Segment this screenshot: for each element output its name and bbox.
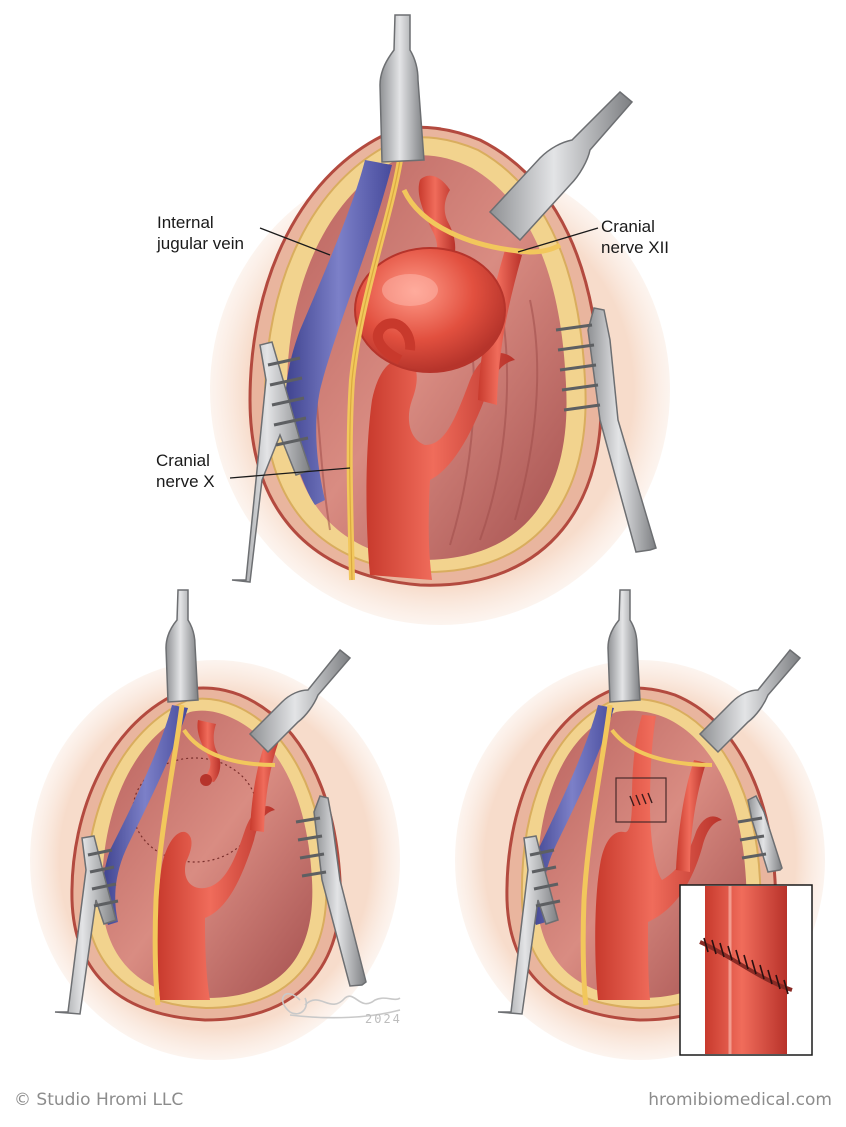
retractor-icon bbox=[555, 307, 657, 553]
leader-line-ijv bbox=[259, 227, 331, 256]
leader-line-cn-x bbox=[229, 467, 351, 479]
signature-icon bbox=[281, 993, 401, 1019]
leader-line-cn-xii bbox=[517, 227, 599, 253]
retractor-icon bbox=[165, 589, 199, 703]
retractor-icon bbox=[379, 14, 425, 163]
retractor-icon bbox=[54, 835, 119, 1015]
retractor-icon bbox=[607, 589, 641, 703]
retractor-icon bbox=[497, 835, 561, 1015]
retractor-icon bbox=[488, 90, 634, 242]
footer-copyright: © Studio Hromi LLC bbox=[14, 1090, 184, 1110]
cranial-nerve-xii bbox=[401, 188, 562, 255]
label-cranial-nerve-x: Cranial nerve X bbox=[156, 450, 215, 492]
label-line: Cranial bbox=[156, 451, 210, 470]
label-line: nerve XII bbox=[601, 238, 670, 257]
internal-jugular-vein bbox=[285, 160, 392, 505]
retractor-icon bbox=[248, 648, 352, 754]
bottom-right-panel bbox=[455, 589, 825, 1060]
signature-year: 2024 bbox=[365, 1012, 402, 1026]
internal-carotid-artery bbox=[418, 175, 456, 262]
top-panel bbox=[210, 14, 670, 625]
footer-website: hromibiomedical.com bbox=[648, 1090, 832, 1110]
retractor-icon bbox=[737, 794, 783, 873]
label-internal-jugular-vein: Internal jugular vein bbox=[157, 212, 244, 254]
retractor-icon bbox=[295, 795, 367, 987]
label-line: nerve X bbox=[156, 472, 215, 491]
label-line: jugular vein bbox=[157, 234, 244, 253]
carotid-aneurysm bbox=[354, 247, 506, 373]
suture-stitches bbox=[703, 937, 789, 995]
label-line: Cranial bbox=[601, 217, 655, 236]
common-carotid-artery bbox=[366, 352, 515, 580]
anastomosis-marker bbox=[615, 777, 667, 823]
label-line: Internal bbox=[157, 213, 214, 232]
suture-inset bbox=[679, 884, 813, 1056]
bottom-left-panel bbox=[30, 589, 401, 1060]
retractor-icon bbox=[231, 341, 311, 583]
label-cranial-nerve-xii: Cranial nerve XII bbox=[601, 216, 669, 258]
retractor-icon bbox=[698, 648, 802, 754]
